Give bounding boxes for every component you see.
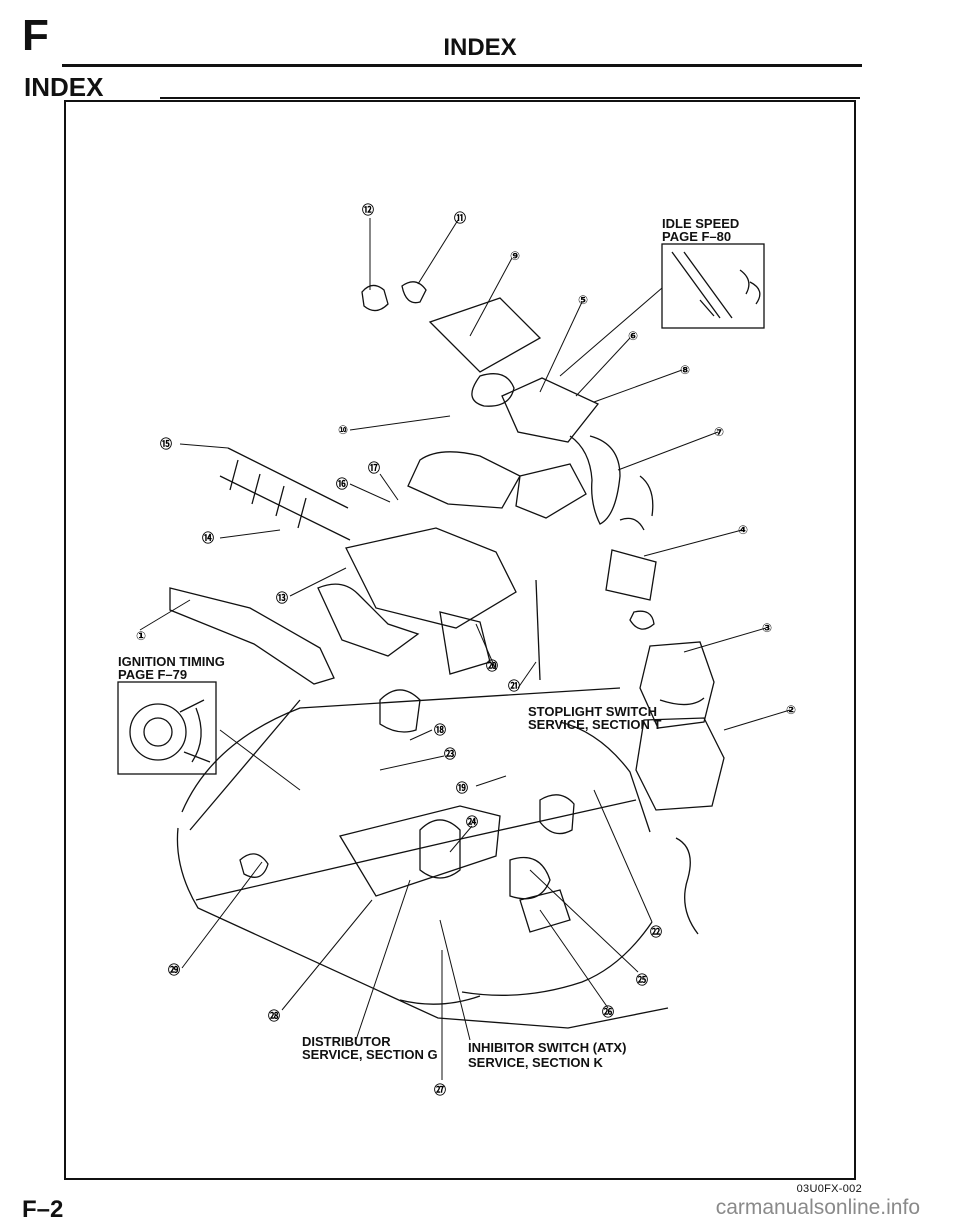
- figure-code: 03U0FX-002: [796, 1183, 862, 1195]
- inhibitor-switch-label-line2: SERVICE, SECTION K: [468, 1055, 603, 1070]
- callout-4: ④: [738, 523, 748, 537]
- callout-20: ⑳: [486, 658, 498, 673]
- distributor-label-line1: DISTRIBUTOR: [302, 1034, 391, 1049]
- header-rule: [62, 64, 862, 67]
- callout-8: ⑧: [680, 363, 690, 377]
- watermark: carmanualsonline.info: [715, 1196, 920, 1219]
- idle-speed-label-line2: PAGE F–80: [662, 229, 731, 244]
- ignition-timing-inset: [117, 681, 217, 775]
- callout-19: ⑲: [456, 780, 468, 795]
- callout-14: ⑭: [202, 530, 214, 545]
- idle-speed-label-line1: IDLE SPEED: [662, 216, 739, 231]
- callout-29: ㉙: [168, 962, 180, 977]
- callout-28: ㉘: [268, 1008, 280, 1023]
- ignition-timing-label-line1: IGNITION TIMING: [118, 654, 225, 669]
- callout-13: ⑬: [276, 590, 288, 605]
- callout-3: ③: [762, 621, 772, 635]
- callout-21: ㉑: [508, 678, 520, 693]
- callout-11: ⑪: [454, 210, 466, 225]
- diagram-frame: [64, 100, 856, 1180]
- callout-9: ⑨: [510, 249, 520, 263]
- callout-7: ⑦: [714, 425, 724, 439]
- section-rule: [160, 97, 860, 99]
- callout-1: ①: [136, 629, 146, 643]
- callout-18: ⑱: [434, 722, 446, 737]
- callout-numbers: ① ② ③ ④ ⑤ ⑥ ⑦ ⑧ ⑨ ⑩ ⑪ ⑫ ⑬ ⑭ ⑮ ⑯ ⑰ ⑱ ⑲ ⑳ …: [136, 202, 796, 1097]
- callout-2: ②: [786, 703, 796, 717]
- callout-25: ㉕: [636, 972, 648, 987]
- callout-10: ⑩: [338, 423, 348, 437]
- ignition-timing-label-line2: PAGE F–79: [118, 667, 187, 682]
- callout-6: ⑥: [628, 329, 638, 343]
- page-header-title: INDEX: [443, 34, 517, 61]
- diagram-labels: IDLE SPEED PAGE F–80 IGNITION TIMING PAG…: [118, 216, 739, 1070]
- stoplight-switch-label-line1: STOPLIGHT SWITCH: [528, 704, 657, 719]
- callout-26: ㉖: [602, 1004, 614, 1019]
- distributor-label-line2: SERVICE, SECTION G: [302, 1047, 438, 1062]
- section-title: INDEX: [24, 72, 104, 102]
- inhibitor-switch-label-line1: INHIBITOR SWITCH (ATX): [468, 1040, 626, 1055]
- callout-22: ㉒: [650, 924, 662, 939]
- callout-24: ㉔: [466, 814, 478, 829]
- callout-17: ⑰: [368, 460, 380, 475]
- stoplight-switch-label-line2: SERVICE, SECTION T: [528, 717, 661, 732]
- section-letter: F: [22, 11, 49, 60]
- callout-5: ⑤: [578, 293, 588, 307]
- callout-23: ㉓: [444, 746, 456, 761]
- page-number: F–2: [22, 1196, 64, 1223]
- callout-27: ㉗: [434, 1082, 446, 1097]
- idle-speed-inset: [661, 243, 765, 329]
- leader-lines: [139, 218, 791, 1080]
- callout-12: ⑫: [362, 202, 374, 217]
- line-art: [117, 243, 765, 1029]
- callout-15: ⑮: [160, 436, 172, 451]
- callout-16: ⑯: [336, 476, 348, 491]
